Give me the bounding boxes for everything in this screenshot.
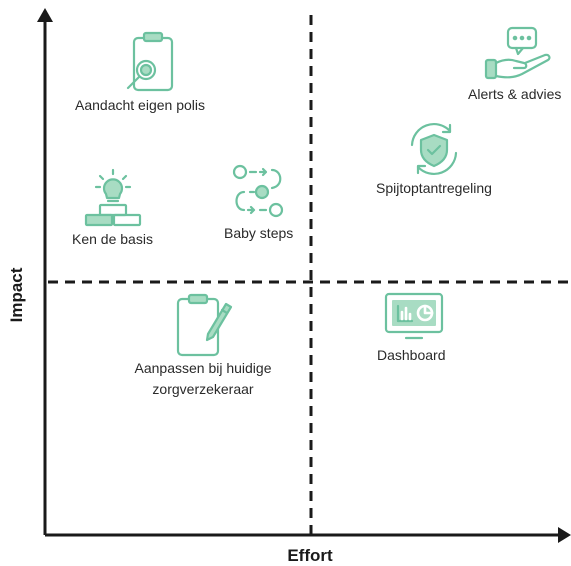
item-label-alerts: Alerts & advies: [468, 86, 562, 102]
item-label-aandacht: Aandacht eigen polis: [75, 97, 205, 113]
item-label-baby: Baby steps: [224, 225, 294, 241]
item-label-dashboard: Dashboard: [377, 347, 446, 363]
hand-chat-bubble-icon: [484, 26, 556, 84]
monitor-chart-icon: [384, 290, 444, 346]
clipboard-magnifier-icon: [120, 31, 180, 94]
x-axis-title: Effort: [287, 546, 333, 565]
shield-check-icon: [404, 121, 464, 179]
clipboard-pen-icon: [172, 293, 234, 358]
y-axis-arrow: [37, 8, 53, 22]
lightbulb-bricks-icon: [84, 168, 142, 228]
y-axis-title: Impact: [7, 267, 26, 323]
steps-path-icon: [230, 162, 294, 222]
item-label-basis: Ken de basis: [72, 231, 153, 247]
item-label-aanpassen: Aanpassen bij huidige zorgverzekeraar: [134, 360, 272, 397]
item-label-spijt: Spijtoptantregeling: [376, 180, 492, 196]
x-axis-arrow: [558, 527, 571, 543]
